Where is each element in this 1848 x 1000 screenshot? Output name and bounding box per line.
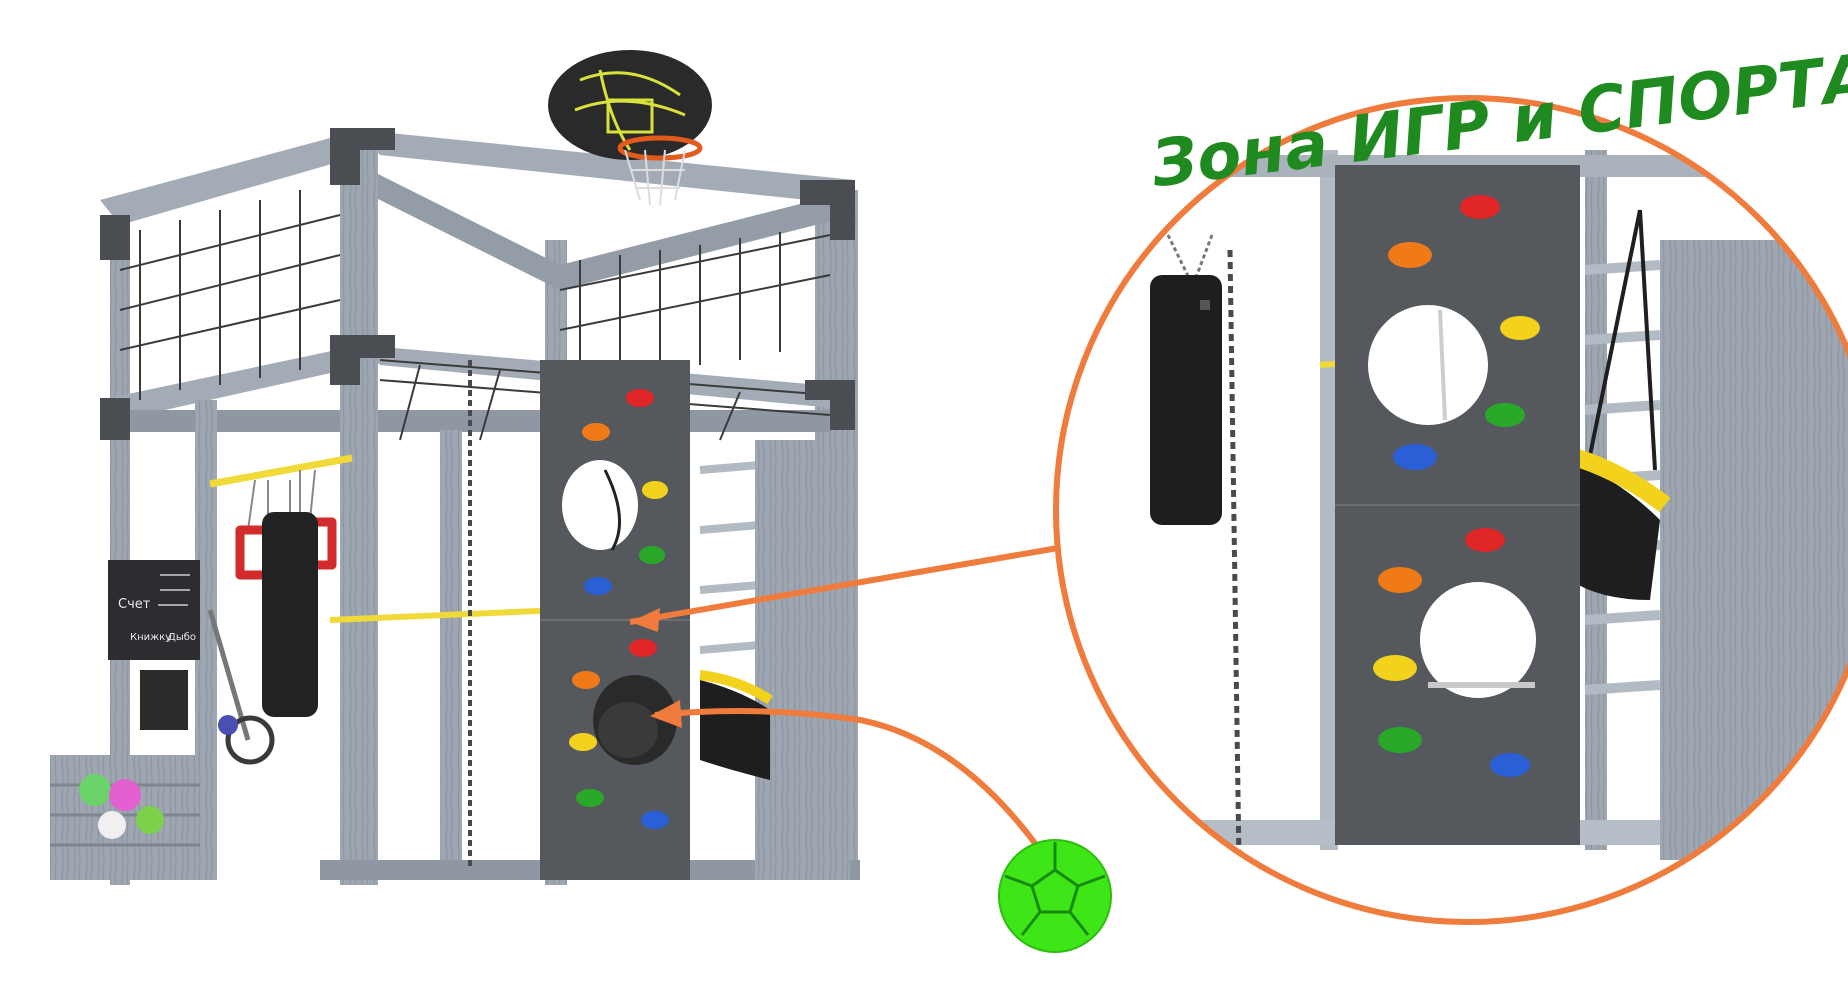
zoom-detail: [1053, 95, 1848, 925]
chalkboard: Счет Книжку Дыбо: [108, 560, 200, 660]
chalkboard-word2: Книжку: [130, 632, 171, 643]
chalkboard-word1: Счет: [118, 597, 151, 612]
basketball-hoop-icon: [548, 50, 712, 206]
soccer-ball-icon: [998, 839, 1112, 953]
connector-arrows: [629, 545, 1059, 852]
punching-bag-icon: [262, 480, 318, 717]
climbing-hold-zoom-icon: [1373, 195, 1540, 777]
swing-seat: [700, 680, 770, 780]
chalkboard-word3: Дыбо: [168, 632, 196, 643]
climbing-hold-icon: [569, 389, 669, 829]
punching-bag-zoom-icon: [1150, 234, 1222, 525]
storage-crate: [50, 670, 200, 880]
scooter-icon: [207, 609, 275, 765]
climbing-wall: [540, 360, 690, 880]
